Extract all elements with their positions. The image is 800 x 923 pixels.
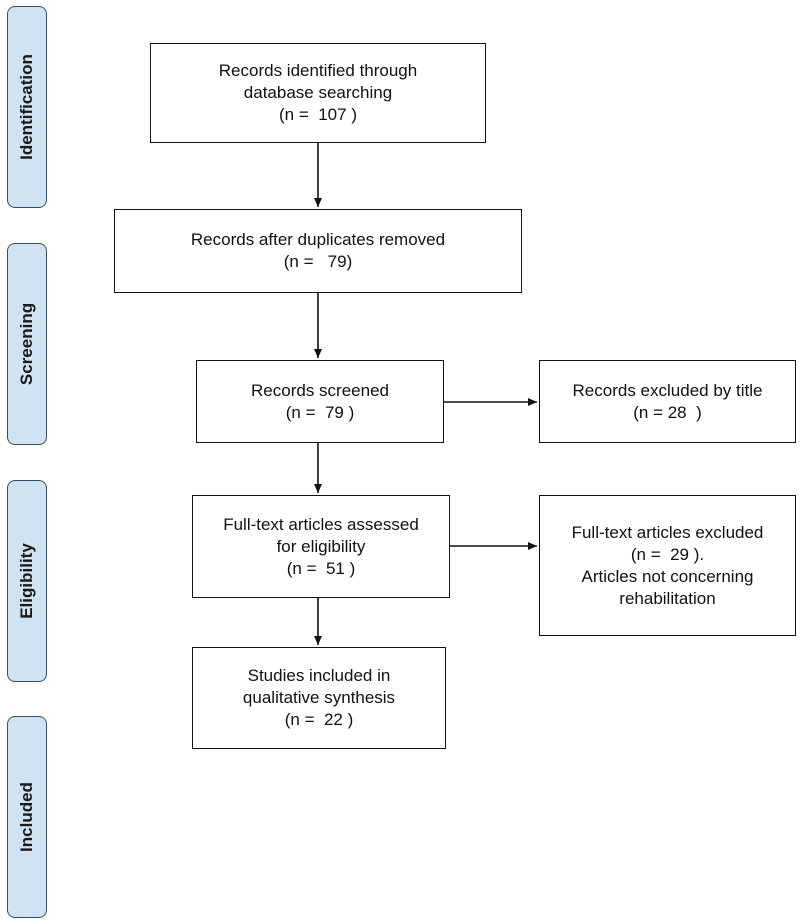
- box-studies-included: Studies included in qualitative synthesi…: [192, 647, 446, 749]
- box-records-identified: Records identified through database sear…: [150, 43, 486, 143]
- box-fulltext-excluded-text: Full-text articles excluded (n = 29 ). A…: [571, 522, 764, 608]
- box-fulltext-assessed: Full-text articles assessed for eligibil…: [192, 495, 450, 598]
- phase-included: Included: [7, 716, 47, 918]
- box-studies-included-text: Studies included in qualitative synthesi…: [242, 666, 396, 729]
- phase-identification: Identification: [7, 6, 47, 208]
- box-duplicates-removed-text: Records after duplicates removed (n = 79…: [190, 230, 446, 271]
- phase-screening: Screening: [7, 243, 47, 445]
- box-records-excluded-title: Records excluded by title (n = 28 ): [539, 360, 796, 443]
- box-records-screened: Records screened (n = 79 ): [196, 360, 444, 443]
- box-duplicates-removed: Records after duplicates removed (n = 79…: [114, 209, 522, 293]
- phase-eligibility: Eligibility: [7, 480, 47, 682]
- box-fulltext-assessed-text: Full-text articles assessed for eligibil…: [223, 514, 419, 578]
- box-records-excluded-title-text: Records excluded by title (n = 28 ): [572, 380, 763, 422]
- box-records-identified-text: Records identified through database sear…: [218, 61, 418, 124]
- box-fulltext-excluded: Full-text articles excluded (n = 29 ). A…: [539, 495, 796, 636]
- box-records-screened-text: Records screened (n = 79 ): [251, 380, 389, 422]
